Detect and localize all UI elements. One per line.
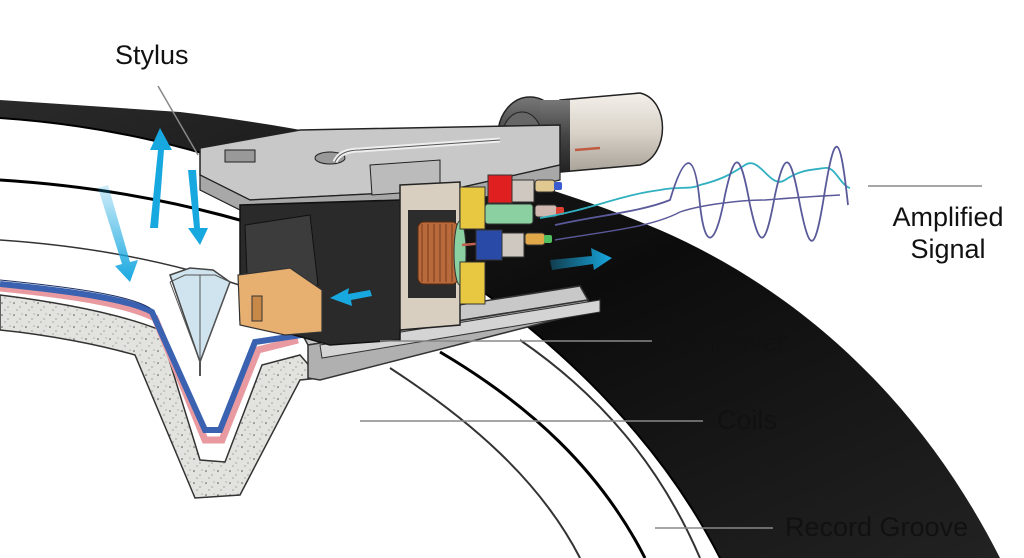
- signal-wave-teal: [539, 162, 851, 219]
- signal-wave-purple: [554, 145, 849, 242]
- label-coils: Coils: [717, 405, 778, 435]
- leader-lines: [157, 85, 982, 529]
- label-stylus: Stylus: [115, 40, 189, 70]
- coil: [417, 220, 467, 286]
- arrow-up-icon: [150, 128, 172, 228]
- signal-waves: [539, 145, 851, 242]
- label-amplified-signal-line2: Signal: [910, 234, 986, 264]
- arrow-down-icon: [188, 170, 208, 245]
- label-amplified-signal-line1: Amplified: [892, 202, 1004, 232]
- groove-cross-section: [0, 279, 401, 499]
- arrow-diagonal-down-icon: [98, 185, 138, 282]
- label-record-groove: Record Groove: [785, 512, 969, 542]
- stylus-leader-line: [157, 85, 199, 156]
- arrow-left-icon: [330, 288, 372, 306]
- signal-wave-purple-2: [554, 194, 841, 241]
- motion-arrows: [98, 128, 612, 306]
- diamond-stylus: [169, 267, 231, 376]
- arrow-right-icon: [550, 248, 612, 270]
- cartridge-body: [199, 124, 564, 346]
- label-cantilever: Cantilever: [665, 327, 787, 357]
